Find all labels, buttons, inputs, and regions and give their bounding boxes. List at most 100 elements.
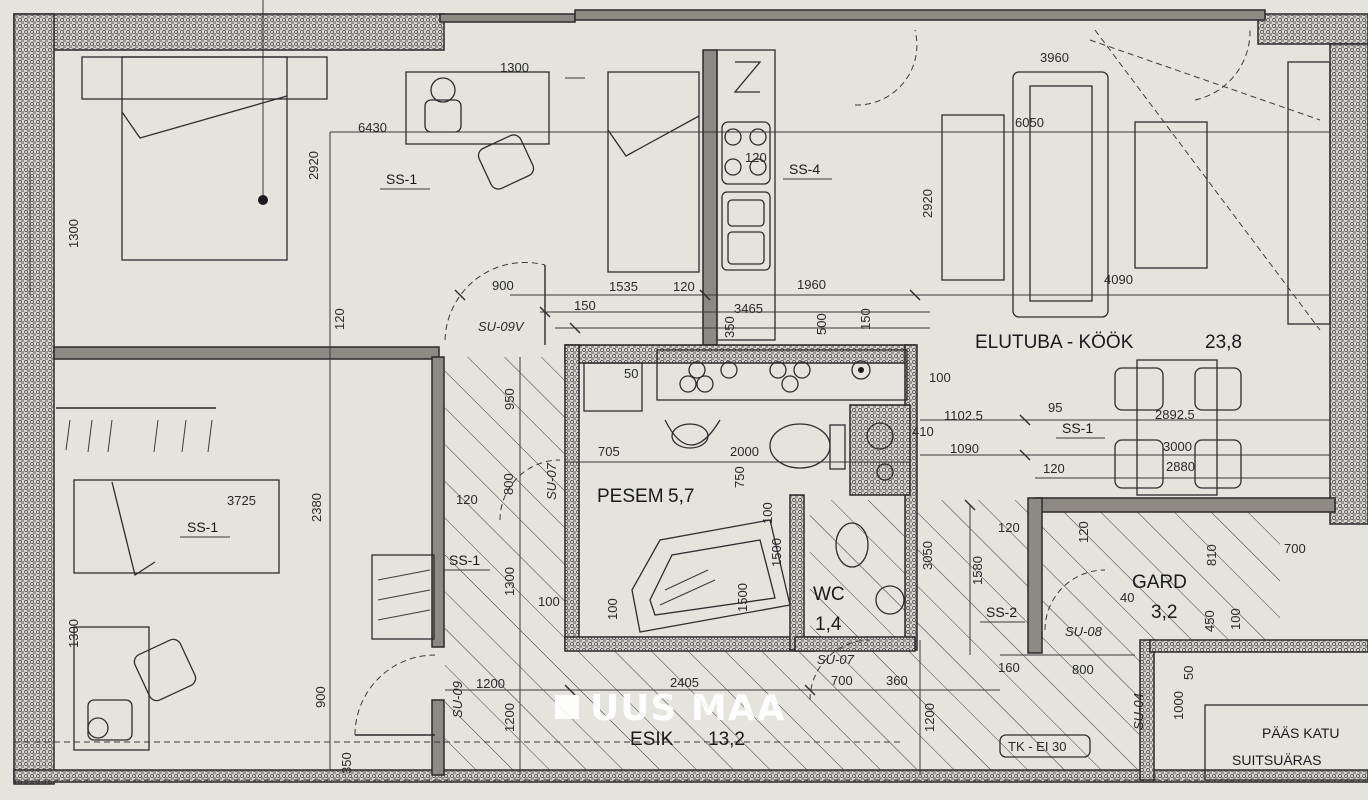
- dim-label: 1200: [476, 676, 505, 691]
- dim-label: 150: [574, 298, 596, 313]
- dim-label: 3725: [227, 493, 256, 508]
- dim-label: 100: [1228, 608, 1243, 630]
- dim-label: 2405: [670, 675, 699, 690]
- dim-label: 3960: [1040, 50, 1069, 65]
- dim-label: 700: [1284, 541, 1306, 556]
- dim-label: 120: [332, 308, 347, 330]
- dim-label: 100: [605, 598, 620, 620]
- dim-label: 1300: [500, 60, 529, 75]
- tag-ss1-bedroom: SS-1: [187, 519, 218, 535]
- tag-ss1-top: SS-1: [386, 171, 417, 187]
- room-wc-area: 1,4: [815, 614, 842, 635]
- dim-label: 900: [313, 686, 328, 708]
- dim-label: 150: [858, 308, 873, 330]
- tag-ss1-living: SS-1: [1062, 420, 1093, 436]
- dim-label: 800: [1072, 662, 1094, 677]
- dim-label: 120: [673, 279, 695, 294]
- tag-su08: SU-08: [1065, 624, 1103, 639]
- dim-label: 120: [1076, 521, 1091, 543]
- room-bath-name: PESEM: [597, 486, 664, 507]
- dim-label: 1090: [950, 441, 979, 456]
- room-hall-area: 13,2: [708, 729, 745, 750]
- tag-su09: SU-09: [450, 681, 465, 718]
- dim-label: 3050: [920, 541, 935, 570]
- tag-su07-bath: SU-07: [544, 462, 559, 500]
- watermark-logo-icon: [555, 695, 579, 719]
- dim-label: 120: [998, 520, 1020, 535]
- dim-label: 900: [492, 278, 514, 293]
- dim-label: 100: [929, 370, 951, 385]
- entrance-box: [1204, 704, 1368, 781]
- dim-label: 1960: [797, 277, 826, 292]
- watermark-text: UUS MAA: [590, 688, 785, 729]
- dim-label: 2000: [730, 444, 759, 459]
- dim-label: 6430: [358, 120, 387, 135]
- dim-label: 50: [1181, 666, 1196, 680]
- dim-label: 1500: [769, 538, 784, 567]
- dim-label: 1300: [66, 619, 81, 648]
- kitchenette: [716, 49, 776, 341]
- dim-label: 1300: [66, 219, 81, 248]
- bedroom-top-furniture: [81, 0, 700, 273]
- tag-su07-wc: SU-07: [817, 652, 855, 667]
- dim-label: 2880: [1166, 459, 1195, 474]
- dim-label: 800: [501, 473, 516, 495]
- hall-hatch: [445, 357, 1280, 780]
- dim-label: 360: [886, 673, 908, 688]
- interior-walls: [53, 49, 1368, 781]
- dim-label: 1535: [609, 279, 638, 294]
- dimension-lines: [29, 77, 1330, 775]
- dim-label: 2380: [309, 493, 324, 522]
- dim-label: 50: [624, 366, 638, 381]
- room-living-name: ELUTUBA - KÖÖK: [975, 332, 1134, 353]
- dim-label: 450: [1202, 610, 1217, 632]
- dimension-labels: 3960 1300 6430 6050 2920 2920 1300 120 9…: [66, 50, 1306, 774]
- dimension-ticks: [454, 289, 1031, 696]
- tag-su09v: SU-09V: [478, 319, 525, 334]
- dim-label: 705: [598, 444, 620, 459]
- door-swings: [354, 29, 1251, 736]
- tag-su04: SU-04: [1131, 693, 1146, 730]
- dim-label: 410: [912, 424, 934, 439]
- tag-ss4: SS-4: [789, 161, 820, 177]
- dim-label: 95: [1048, 400, 1062, 415]
- dim-label: 2920: [306, 151, 321, 180]
- dim-label: 40: [1120, 590, 1134, 605]
- room-bath-area: 5,7: [668, 486, 694, 507]
- room-hall-name: ESIK: [630, 729, 674, 750]
- dim-label: 6050: [1015, 115, 1044, 130]
- room-living-area: 23,8: [1205, 332, 1242, 353]
- dim-label: 1580: [970, 556, 985, 585]
- dim-label: 1200: [502, 703, 517, 732]
- dim-label: 950: [502, 388, 517, 410]
- dim-label: 1200: [922, 703, 937, 732]
- dim-label: 350: [339, 752, 354, 774]
- dim-label: 350: [722, 316, 737, 338]
- dim-label: 750: [732, 466, 747, 488]
- entrance-note-line2: SUITSUÄRAS: [1232, 752, 1321, 768]
- dim-label: 100: [538, 594, 560, 609]
- dim-label: 100: [760, 502, 775, 524]
- dim-label: 1000: [1171, 691, 1186, 720]
- tag-ss1-hall: SS-1: [449, 552, 480, 568]
- dim-label: 500: [814, 313, 829, 335]
- dim-label: 810: [1204, 544, 1219, 566]
- dim-label: 120: [1043, 461, 1065, 476]
- living-room-furniture: [941, 29, 1331, 496]
- bedroom-lower-furniture: [56, 407, 435, 751]
- dim-label: 1300: [502, 567, 517, 596]
- outer-walls: [13, 9, 1368, 785]
- tag-ss2: SS-2: [986, 604, 1017, 620]
- dim-label: 700: [831, 673, 853, 688]
- entrance-note-line1: PÄÄS KATU: [1262, 725, 1340, 741]
- fire-tag: TK - EI 30: [1008, 739, 1067, 754]
- dim-label: 2920: [920, 189, 935, 218]
- dim-label: 1500: [735, 583, 750, 612]
- watermark: UUS MAA: [555, 688, 785, 729]
- bathroom-fixtures: [583, 349, 908, 633]
- dim-label: 120: [456, 492, 478, 507]
- dim-label: 160: [998, 660, 1020, 675]
- dim-label: 3000: [1163, 439, 1192, 454]
- dim-label: 3465: [734, 301, 763, 316]
